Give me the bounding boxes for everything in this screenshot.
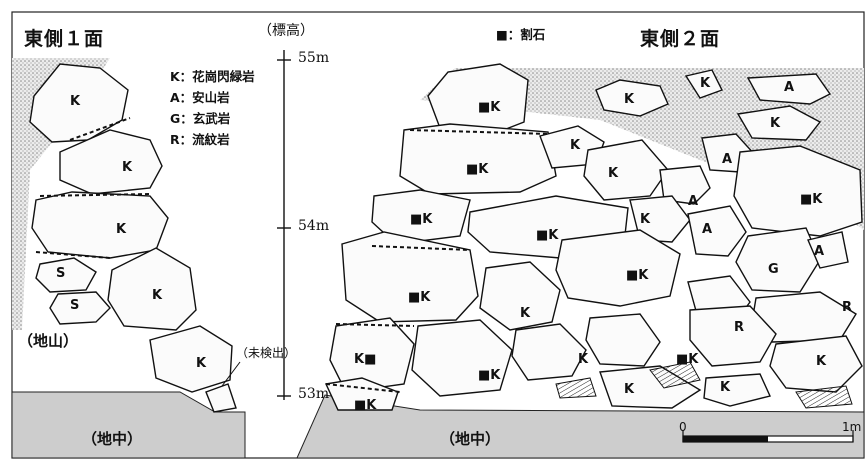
legend-cut-stone: ■：割石 xyxy=(496,27,546,42)
stone xyxy=(733,145,863,237)
stone-label: ■K xyxy=(466,162,489,177)
legend-item-a: A：安山岩 xyxy=(170,90,230,105)
scale-label-1m: 1m xyxy=(842,420,862,434)
stone-label: A xyxy=(702,222,713,237)
stone-label: K xyxy=(70,94,81,109)
stone-label: ■K xyxy=(408,290,431,305)
stone-label: K xyxy=(196,356,207,371)
stone xyxy=(371,189,471,245)
stone-label: S xyxy=(70,298,80,313)
dotted-fill-east xyxy=(420,68,864,230)
stone xyxy=(329,317,415,393)
west-wall-stones xyxy=(29,63,237,413)
title-east-side-1: 東側１面 xyxy=(24,28,105,50)
stone-label: ■K xyxy=(626,268,649,283)
stone-label: K xyxy=(520,306,531,321)
stone-label: K xyxy=(578,352,589,367)
stone xyxy=(149,325,233,393)
label-undetected: （未検出） xyxy=(236,346,297,360)
stone-label: A xyxy=(814,244,825,259)
stone xyxy=(49,291,111,325)
stone xyxy=(511,323,587,381)
stone xyxy=(583,139,669,201)
stone-label: K xyxy=(770,116,781,131)
stone-label: ■K xyxy=(800,192,823,207)
stone-label: K xyxy=(116,222,127,237)
stone xyxy=(35,257,97,293)
legend-list: K：花崗閃緑岩 A：安山岩 G：玄武岩 R：流紋岩 xyxy=(170,66,255,150)
elevation-54m: 54m xyxy=(298,218,330,234)
stone-label: ■K xyxy=(354,398,377,413)
stone xyxy=(687,205,747,257)
stone xyxy=(684,69,723,99)
stone xyxy=(736,105,822,141)
stone xyxy=(585,313,661,367)
stone xyxy=(341,231,479,323)
stone xyxy=(59,129,163,195)
stone xyxy=(205,383,237,413)
stone-label: A xyxy=(688,194,699,209)
label-underground-right: （地中） xyxy=(440,430,501,448)
elevation-55m: 55m xyxy=(298,50,330,66)
stone xyxy=(411,319,513,397)
label-jiyama: （地山） xyxy=(18,332,79,350)
stone-label: K xyxy=(640,212,651,227)
stone-label: S xyxy=(56,266,66,281)
stone xyxy=(31,191,169,259)
stone-label: A xyxy=(722,152,733,167)
stone-label: ■K xyxy=(478,100,501,115)
stone-label: K xyxy=(608,166,619,181)
stone xyxy=(107,247,197,331)
stone-label: K xyxy=(700,76,711,91)
stone-label: A xyxy=(784,80,795,95)
stone-label: K xyxy=(816,354,827,369)
legend-item-g: G：玄武岩 xyxy=(170,111,231,126)
stone-label: K xyxy=(624,382,635,397)
legend-item-r: R：流紋岩 xyxy=(170,132,230,147)
east-wall-stones xyxy=(324,63,863,411)
stone xyxy=(746,73,832,105)
stone xyxy=(703,373,771,407)
scale-label-0: 0 xyxy=(679,420,687,434)
stone xyxy=(29,63,129,143)
stone-label: ■K xyxy=(478,368,501,383)
stone-label: K xyxy=(152,288,163,303)
stone xyxy=(595,79,669,117)
underground-left xyxy=(11,391,246,459)
stone xyxy=(324,377,399,411)
stone xyxy=(479,261,561,331)
stone xyxy=(689,305,777,367)
stone-label: K xyxy=(624,92,635,107)
stone-label: K■ xyxy=(354,352,377,367)
title-east-side-2: 東側２面 xyxy=(640,28,721,50)
stone-label: K xyxy=(122,160,133,175)
label-underground-left: （地中） xyxy=(82,430,143,448)
elevation-header: （標高） xyxy=(258,23,314,39)
stone xyxy=(807,231,849,269)
stone xyxy=(735,227,821,293)
stone xyxy=(659,165,711,205)
stone-label: ■K xyxy=(676,352,699,367)
elevation-53m: 53m xyxy=(298,386,330,402)
stone-label: ■K xyxy=(410,212,433,227)
legend-item-k: K：花崗閃緑岩 xyxy=(170,69,255,84)
stone xyxy=(399,123,557,195)
stone-label: G xyxy=(768,262,779,277)
stone-label: ■K xyxy=(536,228,559,243)
stone-label: R xyxy=(842,300,853,315)
scale-bar xyxy=(682,430,854,443)
stone-label: R xyxy=(734,320,745,335)
stone-label: K xyxy=(720,380,731,395)
stone xyxy=(555,229,681,307)
stone-label: K xyxy=(570,138,581,153)
